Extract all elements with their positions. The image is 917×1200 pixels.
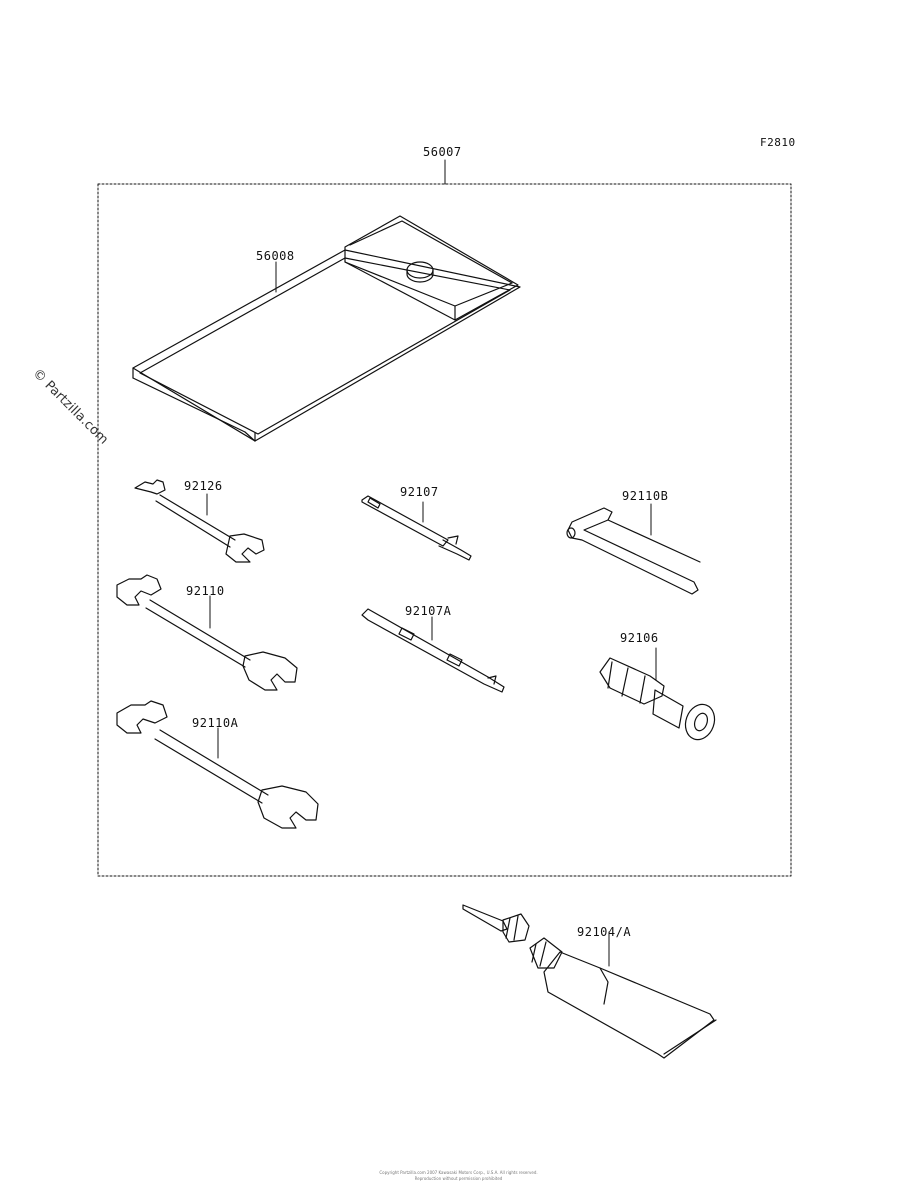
screwdriver-double-drawing: [361, 608, 505, 693]
pouch-part-label: 56008: [256, 249, 295, 263]
screwdriver-part-label: 92107: [400, 485, 439, 499]
wrench-mid-part-label: 92110: [186, 584, 225, 598]
footer-line-1: Copyright Partzilla.com 2007 Kawasaki Mo…: [379, 1170, 538, 1175]
tool-pouch-drawing: [132, 215, 521, 442]
wrench-small-part-label: 92126: [184, 479, 223, 493]
grease-tube-part-label: 92104/A: [577, 925, 632, 939]
kit-part-label: 56007: [423, 145, 462, 159]
grease-tube-drawing: [462, 904, 717, 1059]
handle-part-label: 92106: [620, 631, 659, 645]
screwdriver-drawing: [361, 495, 472, 561]
screwdriver-double-part-label: 92107A: [405, 604, 452, 618]
handle-drawing: [599, 647, 716, 741]
hex-key-drawing: [566, 503, 701, 595]
wrench-large-part-label: 92110A: [192, 716, 239, 730]
hex-key-part-label: 92110B: [622, 489, 669, 503]
figure-code-label: F2810: [760, 136, 796, 149]
footer-line-2: Reproduction without permission prohibit…: [414, 1176, 503, 1181]
wrench-mid-drawing: [116, 574, 298, 691]
wrench-small-drawing: [134, 479, 265, 563]
wrench-large-drawing: [116, 700, 319, 829]
